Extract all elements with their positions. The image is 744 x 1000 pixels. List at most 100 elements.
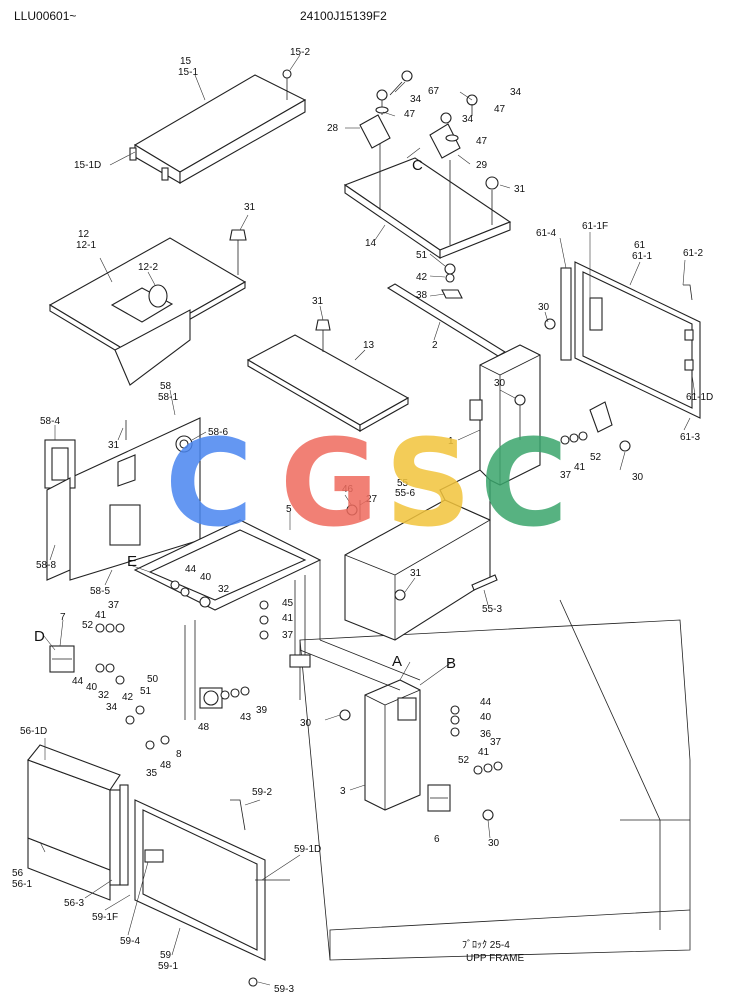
callout-letter-a: A: [392, 653, 402, 670]
label-59-2: 59-2: [252, 787, 272, 798]
label-31-b: 31: [244, 202, 256, 213]
label-59-1d: 59-1D: [294, 844, 321, 855]
label-34-a: 34: [410, 94, 422, 105]
label-61-1f: 61-1F: [582, 221, 608, 232]
label-55-6: 55-6: [395, 488, 415, 499]
label-40-a: 40: [200, 572, 212, 583]
label-31-d: 31: [108, 440, 120, 451]
label-35: 35: [146, 768, 158, 779]
label-61-1: 61-1: [632, 251, 652, 262]
callout-letter-b: B: [446, 655, 456, 672]
label-37-d: 37: [490, 737, 502, 748]
label-48-a: 48: [198, 722, 210, 733]
label-47-a: 47: [404, 109, 416, 120]
label-42-b: 42: [122, 692, 134, 703]
watermark-letter-s: S: [385, 415, 471, 554]
label-56-1d: 56-1D: [20, 726, 47, 737]
callout-letter-e: E: [127, 553, 137, 570]
label-34-b: 34: [510, 87, 522, 98]
label-55: 55: [397, 478, 409, 489]
label-41-c: 41: [95, 610, 107, 621]
label-43: 43: [240, 712, 252, 723]
top-cover-15: [129, 69, 307, 184]
label-61-2: 61-2: [683, 248, 703, 259]
label-40-c: 40: [480, 712, 492, 723]
part-labels: 15 15-1 15-2 15-1D 67 34 34 34 47 47 47 …: [12, 47, 713, 995]
label-59-3: 59-3: [274, 984, 294, 995]
cover-13: [246, 319, 410, 432]
label-61-3: 61-3: [680, 432, 700, 443]
label-30-e: 30: [488, 838, 500, 849]
label-14: 14: [365, 238, 377, 249]
label-51-b: 51: [140, 686, 152, 697]
bracket-3: [299, 639, 421, 811]
panel-56: [27, 744, 129, 901]
door-61: [560, 261, 701, 452]
hardware-parts: [95, 431, 588, 775]
label-27: 27: [366, 494, 378, 505]
label-56-3: 56-3: [64, 898, 84, 909]
machine-body-outline: [299, 599, 691, 961]
panel-58: [44, 417, 201, 581]
label-6: 6: [434, 834, 440, 845]
label-41-b: 41: [282, 613, 294, 624]
label-50: 50: [147, 674, 159, 685]
label-12-1: 12-1: [76, 240, 96, 251]
label-59-1: 59-1: [158, 961, 178, 972]
frame-block-code: ﾌﾞﾛｯｸ 25-4: [462, 939, 510, 951]
header-center-code: 24100J15139F2: [300, 9, 387, 23]
label-52-b: 52: [82, 620, 94, 631]
frame-5: [133, 519, 322, 720]
header-left-code: LLU00601~: [14, 9, 77, 23]
label-8: 8: [176, 749, 182, 760]
label-58: 58: [160, 381, 172, 392]
watermark-letter-c2: C: [480, 415, 568, 554]
label-29: 29: [476, 160, 488, 171]
label-31-a: 31: [514, 184, 526, 195]
hinge-7: [49, 645, 75, 673]
label-58-5: 58-5: [90, 586, 110, 597]
label-47-b: 47: [494, 104, 506, 115]
label-15-1: 15-1: [178, 67, 198, 78]
label-52-a: 52: [590, 452, 602, 463]
label-45: 45: [282, 598, 294, 609]
callout-letter-c: C: [412, 157, 423, 174]
label-30-d: 30: [300, 718, 312, 729]
label-31-e: 31: [410, 568, 422, 579]
plate-12: [48, 229, 247, 386]
label-59-4: 59-4: [120, 936, 140, 947]
label-7: 7: [60, 612, 66, 623]
label-37-a: 37: [560, 470, 572, 481]
label-52-c: 52: [458, 755, 470, 766]
label-5: 5: [286, 504, 292, 515]
label-47-c: 47: [476, 136, 488, 147]
label-38: 38: [416, 290, 428, 301]
label-30-b: 30: [494, 378, 506, 389]
label-30-a: 30: [538, 302, 550, 313]
label-40-b: 40: [86, 682, 98, 693]
cover-55: [344, 469, 498, 641]
label-15: 15: [180, 56, 192, 67]
callout-letter-d: D: [34, 628, 45, 645]
watermark-letter-g: G: [280, 415, 379, 554]
door-59: [134, 799, 290, 987]
label-2: 2: [432, 340, 438, 351]
callout-letters: A B C D E: [34, 157, 456, 672]
label-44-a: 44: [185, 564, 197, 575]
label-13: 13: [363, 340, 375, 351]
frame-1: [469, 318, 556, 486]
label-30-c: 30: [632, 472, 644, 483]
label-55-3: 55-3: [482, 604, 502, 615]
label-46: 46: [342, 484, 354, 495]
label-32-b: 32: [98, 690, 110, 701]
label-61-4: 61-4: [536, 228, 556, 239]
hinge-6: [427, 784, 494, 821]
label-34-c: 34: [462, 114, 474, 125]
frame-block-name: UPP FRAME: [466, 953, 524, 964]
label-15-1d: 15-1D: [74, 160, 101, 171]
label-61: 61: [634, 240, 646, 251]
label-42-a: 42: [416, 272, 428, 283]
label-59: 59: [160, 950, 172, 961]
watermark: C G S C: [165, 415, 568, 554]
